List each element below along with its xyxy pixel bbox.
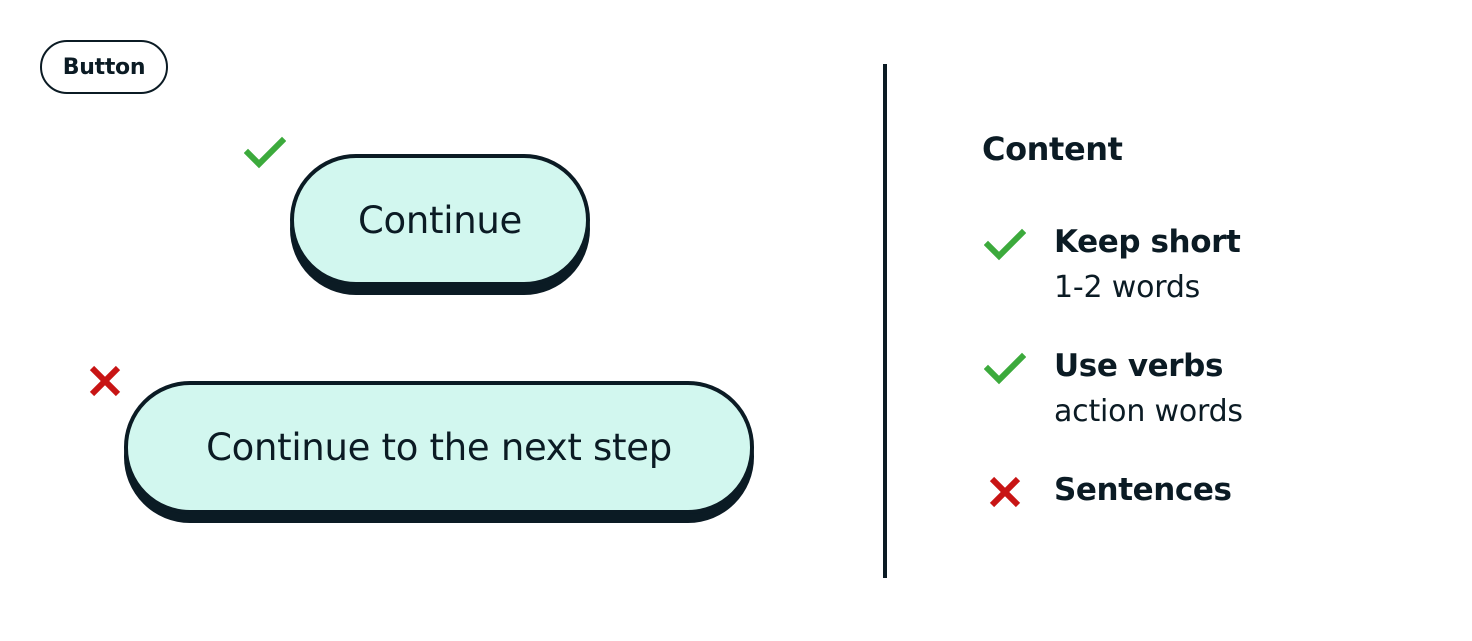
rule-title-keep-short: Keep short bbox=[1054, 224, 1241, 260]
check-icon bbox=[984, 228, 1026, 261]
check-icon bbox=[984, 352, 1026, 385]
rule-subtitle-use-verbs: action words bbox=[1054, 394, 1243, 429]
rule-subtitle-keep-short: 1-2 words bbox=[1054, 270, 1201, 305]
rule-title-sentences: Sentences bbox=[1054, 472, 1232, 508]
component-tag: Button bbox=[40, 40, 168, 94]
cross-icon bbox=[989, 476, 1021, 508]
section-divider bbox=[883, 64, 887, 578]
cross-icon bbox=[89, 365, 121, 397]
rule-title-use-verbs: Use verbs bbox=[1054, 348, 1224, 384]
guidelines-heading: Content bbox=[982, 130, 1123, 168]
long-label-button-example[interactable]: Continue to the next step bbox=[124, 381, 754, 514]
check-icon bbox=[244, 136, 286, 169]
continue-button-example[interactable]: Continue bbox=[290, 154, 590, 286]
